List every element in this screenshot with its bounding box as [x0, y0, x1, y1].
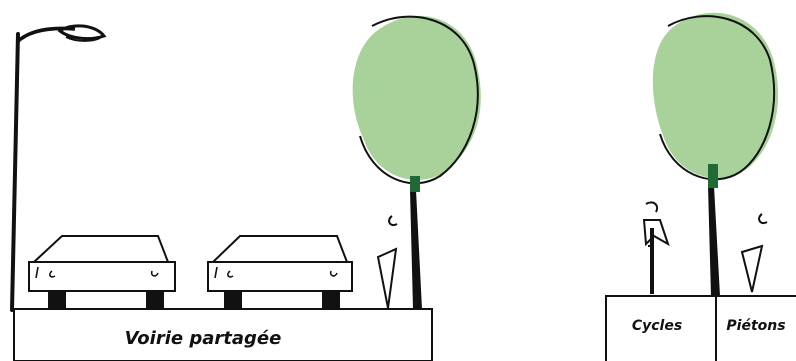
- shared-road-platform: Voirie partagée: [14, 309, 432, 361]
- shared-road-label: Voirie partagée: [125, 328, 282, 349]
- tree-icon: [653, 13, 778, 296]
- cycles-label: Cycles: [632, 318, 682, 334]
- car-icon: [208, 236, 352, 309]
- pedestrian-icon: [378, 216, 397, 308]
- cyclist-icon: [644, 202, 668, 294]
- pedestrian-icon: [742, 214, 767, 292]
- pedestrians-label: Piétons: [726, 318, 785, 334]
- cycles-pedestrians-platform: Cycles Piétons: [606, 296, 796, 361]
- car-icon: [29, 236, 175, 309]
- tree-icon: [353, 16, 481, 309]
